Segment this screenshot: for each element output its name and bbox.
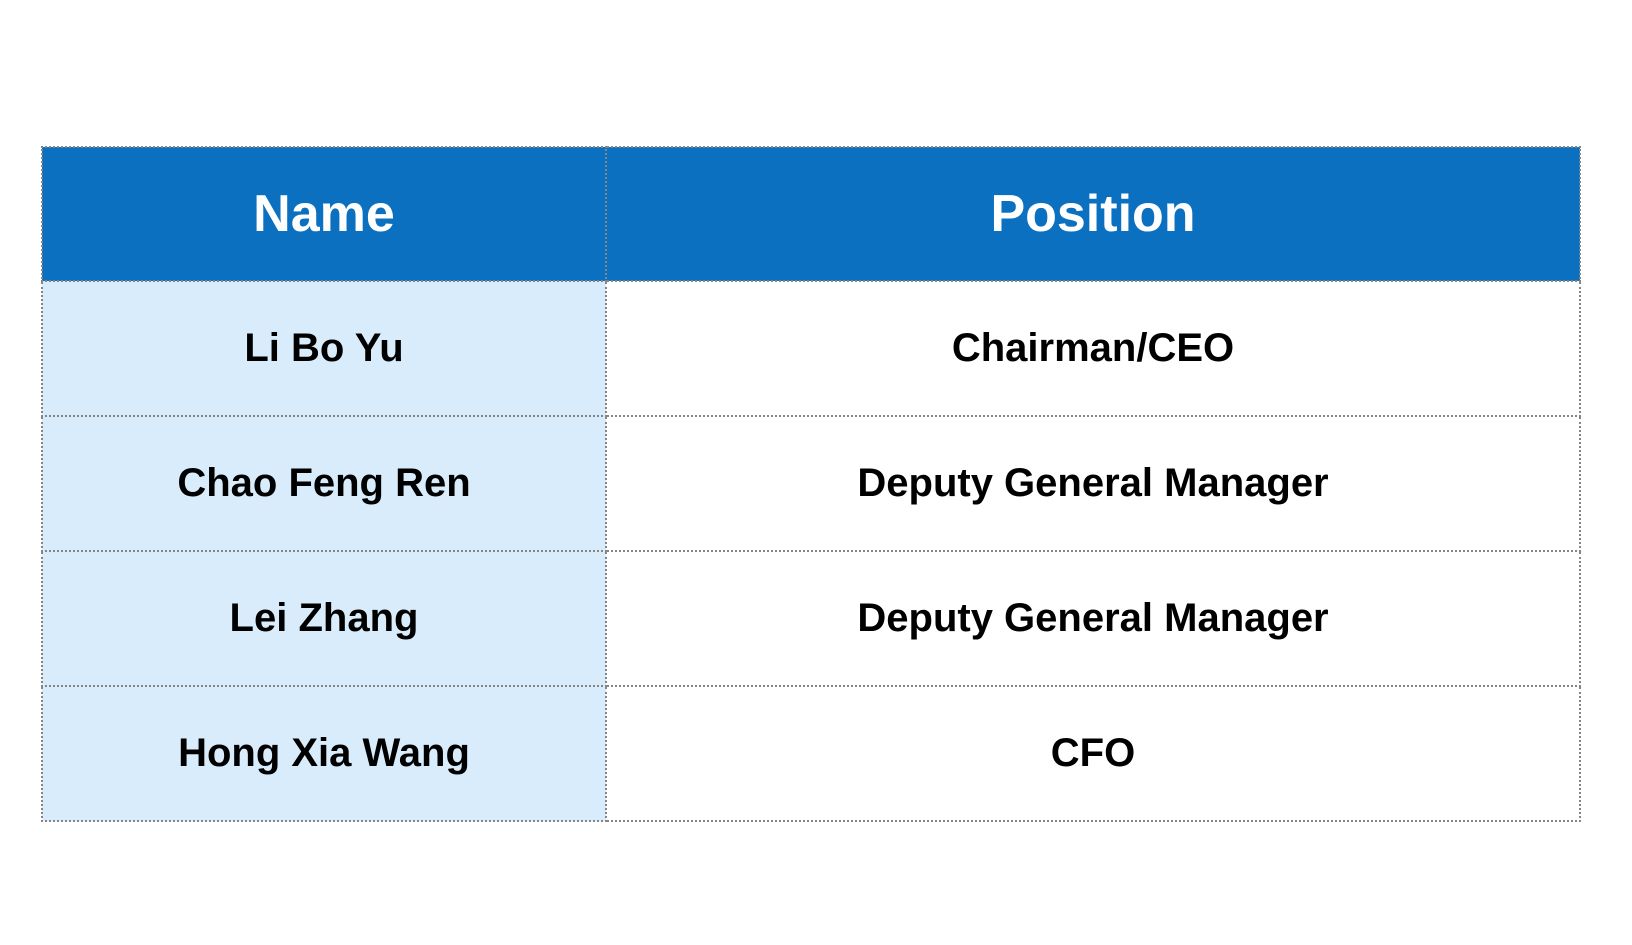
name-cell: Chao Feng Ren bbox=[41, 415, 607, 552]
name-cell: Lei Zhang bbox=[41, 550, 607, 687]
position-cell: CFO bbox=[605, 685, 1581, 822]
management-table-container: Name Position Li Bo Yu Chairman/CEO Chao… bbox=[41, 146, 1581, 822]
name-cell: Hong Xia Wang bbox=[41, 685, 607, 822]
position-cell: Deputy General Manager bbox=[605, 550, 1581, 687]
position-cell: Chairman/CEO bbox=[605, 280, 1581, 417]
column-header-position: Position bbox=[605, 146, 1581, 282]
position-cell: Deputy General Manager bbox=[605, 415, 1581, 552]
table-row: Hong Xia Wang CFO bbox=[41, 685, 1581, 822]
table-row: Lei Zhang Deputy General Manager bbox=[41, 550, 1581, 687]
table-row: Chao Feng Ren Deputy General Manager bbox=[41, 415, 1581, 552]
table-row: Li Bo Yu Chairman/CEO bbox=[41, 280, 1581, 417]
table-header-row: Name Position bbox=[41, 146, 1581, 282]
management-table: Name Position Li Bo Yu Chairman/CEO Chao… bbox=[41, 146, 1581, 822]
column-header-name: Name bbox=[41, 146, 607, 282]
name-cell: Li Bo Yu bbox=[41, 280, 607, 417]
